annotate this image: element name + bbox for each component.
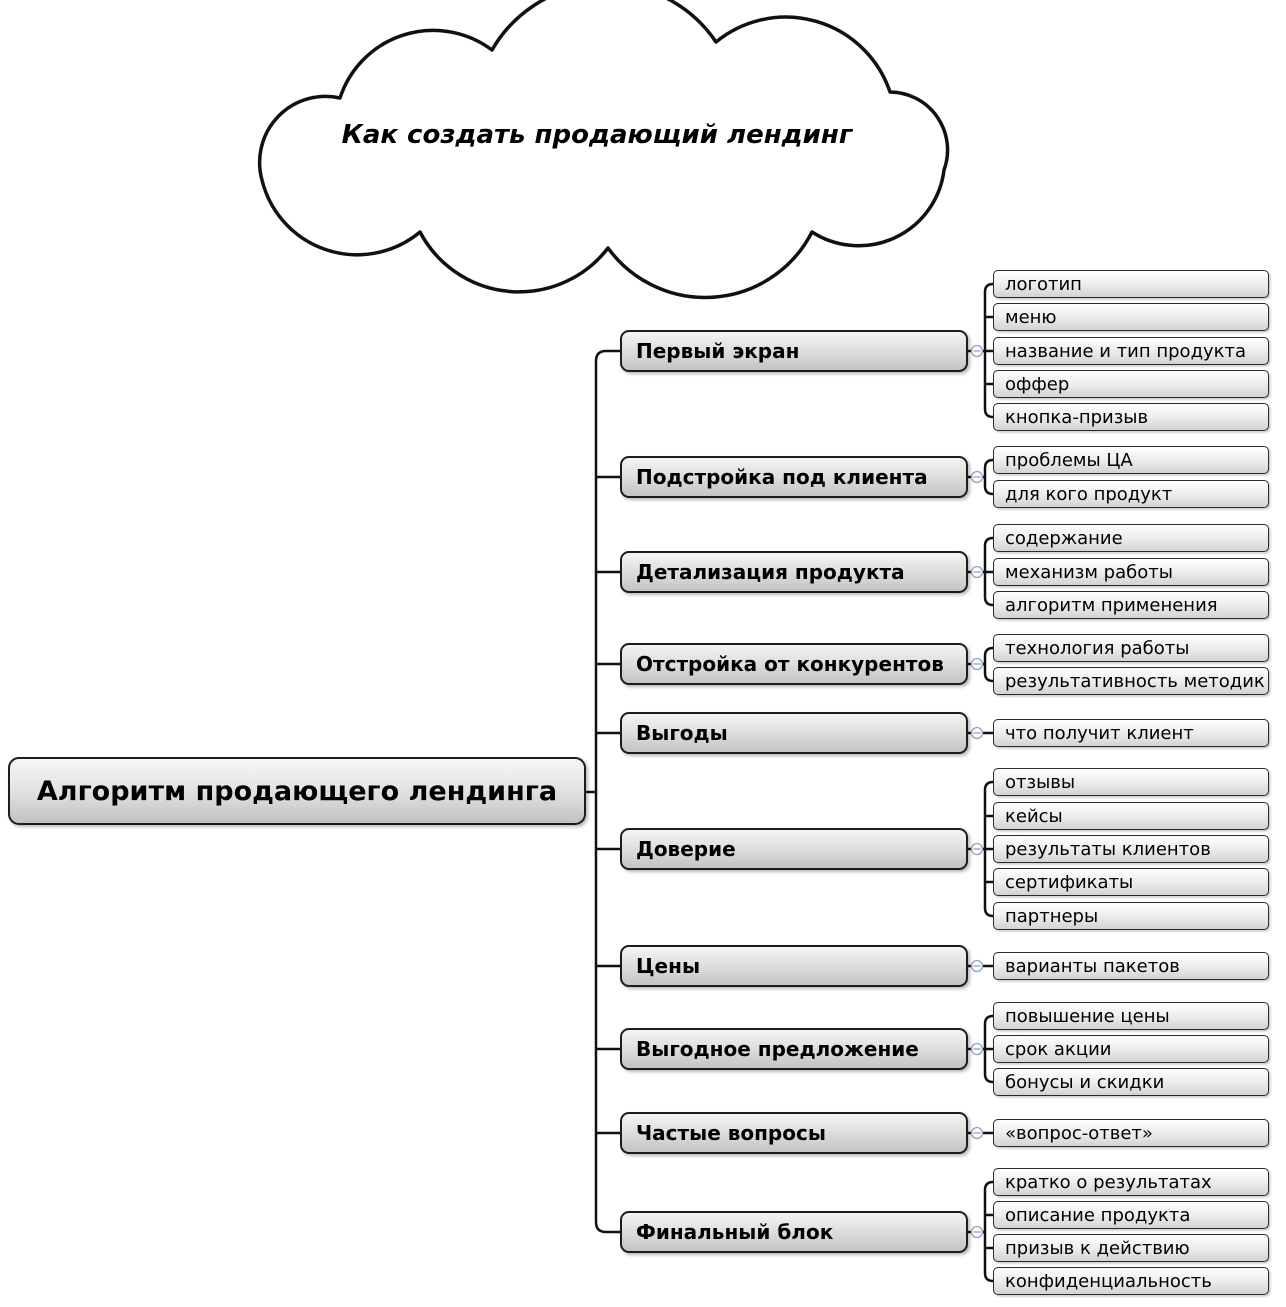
collapse-icon[interactable] [970,344,984,358]
main-topic-6[interactable]: Доверие [620,828,968,870]
subtopic[interactable]: оффер [993,370,1269,398]
subtopic[interactable]: призыв к действию [993,1234,1269,1262]
subtopic[interactable]: механизм работы [993,558,1269,586]
subtopic[interactable]: содержание [993,524,1269,552]
root-topic[interactable]: Алгоритм продающего лендинга [8,757,586,825]
main-topic-3[interactable]: Детализация продукта [620,551,968,593]
subtopic[interactable]: название и тип продукта [993,337,1269,365]
main-topic-4[interactable]: Отстройка от конкурентов [620,643,968,685]
subtopic[interactable]: конфиденциальность [993,1267,1269,1295]
subtopic[interactable]: сертификаты [993,868,1269,896]
cloud-shape[interactable] [257,0,950,300]
subtopic[interactable]: партнеры [993,902,1269,930]
subtopic[interactable]: проблемы ЦА [993,446,1269,474]
subtopic[interactable]: результаты клиентов [993,835,1269,863]
subtopic[interactable]: логотип [993,270,1269,298]
collapse-icon[interactable] [970,726,984,740]
collapse-icon[interactable] [970,959,984,973]
subtopic-connector-10 [982,1180,994,1283]
branch-connectors [596,475,620,1135]
collapse-icon[interactable] [970,1225,984,1239]
trunk-connector [594,349,620,1234]
main-topic-2[interactable]: Подстройка под клиента [620,456,968,498]
collapse-icon[interactable] [970,565,984,579]
subtopic[interactable]: «вопрос-ответ» [993,1119,1269,1147]
collapse-icon[interactable] [970,1126,984,1140]
subtopic[interactable]: кнопка-призыв [993,403,1269,431]
main-topic-10[interactable]: Финальный блок [620,1211,968,1253]
main-topic-8[interactable]: Выгодное предложение [620,1028,968,1070]
collapse-icon[interactable] [970,1042,984,1056]
subtopic[interactable]: для кого продукт [993,480,1269,508]
subtopic-connector-8 [982,1014,994,1084]
subtopic-connector-2 [982,458,994,496]
subtopic[interactable]: описание продукта [993,1201,1269,1229]
subtopic[interactable]: что получит клиент [993,719,1269,747]
cloud-title[interactable]: Как создать продающий лендинг [341,120,853,150]
subtopic-connector-1 [982,282,994,419]
topic-circle-stubs [968,349,972,1234]
collapse-icon[interactable] [970,470,984,484]
subtopic-connector-4 [982,646,994,683]
subtopic[interactable]: варианты пакетов [993,952,1269,980]
subtopic[interactable]: меню [993,303,1269,331]
subtopic[interactable]: отзывы [993,768,1269,796]
main-topic-7[interactable]: Цены [620,945,968,987]
subtopic[interactable]: кратко о результатах [993,1168,1269,1196]
subtopic[interactable]: алгоритм применения [993,591,1269,619]
subtopic[interactable]: результативность методик [993,667,1269,695]
subtopic[interactable]: повышение цены [993,1002,1269,1030]
subtopic-connector-6 [982,780,994,918]
subtopic[interactable]: кейсы [993,802,1269,830]
subtopic[interactable]: технология работы [993,634,1269,662]
subtopic-connector-3 [982,536,994,607]
collapse-icon[interactable] [970,842,984,856]
subtopic[interactable]: бонусы и скидки [993,1068,1269,1096]
main-topic-5[interactable]: Выгоды [620,712,968,754]
main-topic-9[interactable]: Частые вопросы [620,1112,968,1154]
main-topic-1[interactable]: Первый экран [620,330,968,372]
subtopic[interactable]: срок акции [993,1035,1269,1063]
collapse-icon[interactable] [970,657,984,671]
